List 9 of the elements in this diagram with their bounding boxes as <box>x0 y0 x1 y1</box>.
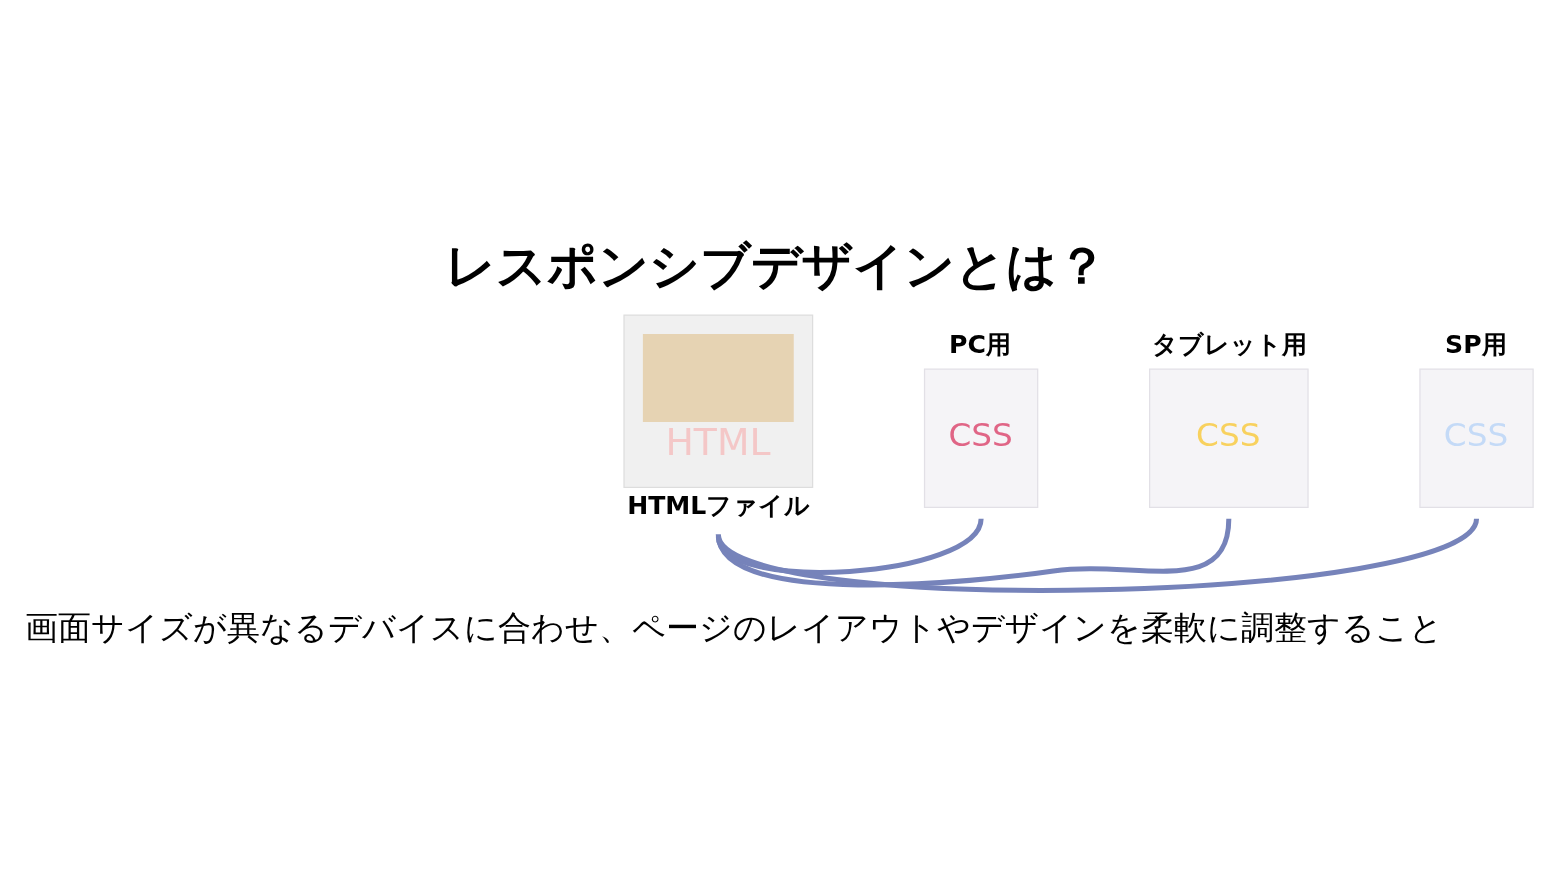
node-label: PC用 <box>949 329 1011 359</box>
connector <box>715 518 1232 587</box>
caption: 画面サイズが異なるデバイスに合わせ、ページのレイアウトやデザインを柔軟に調整すること <box>24 608 1443 647</box>
diagram-title: レスポンシブデザインとは？ <box>445 235 1108 295</box>
connector <box>716 516 1479 593</box>
connector <box>716 517 984 575</box>
node-label: タブレット用 <box>1152 329 1308 359</box>
node-label: HTMLファイル <box>627 490 811 520</box>
node-label: SP用 <box>1445 329 1507 359</box>
